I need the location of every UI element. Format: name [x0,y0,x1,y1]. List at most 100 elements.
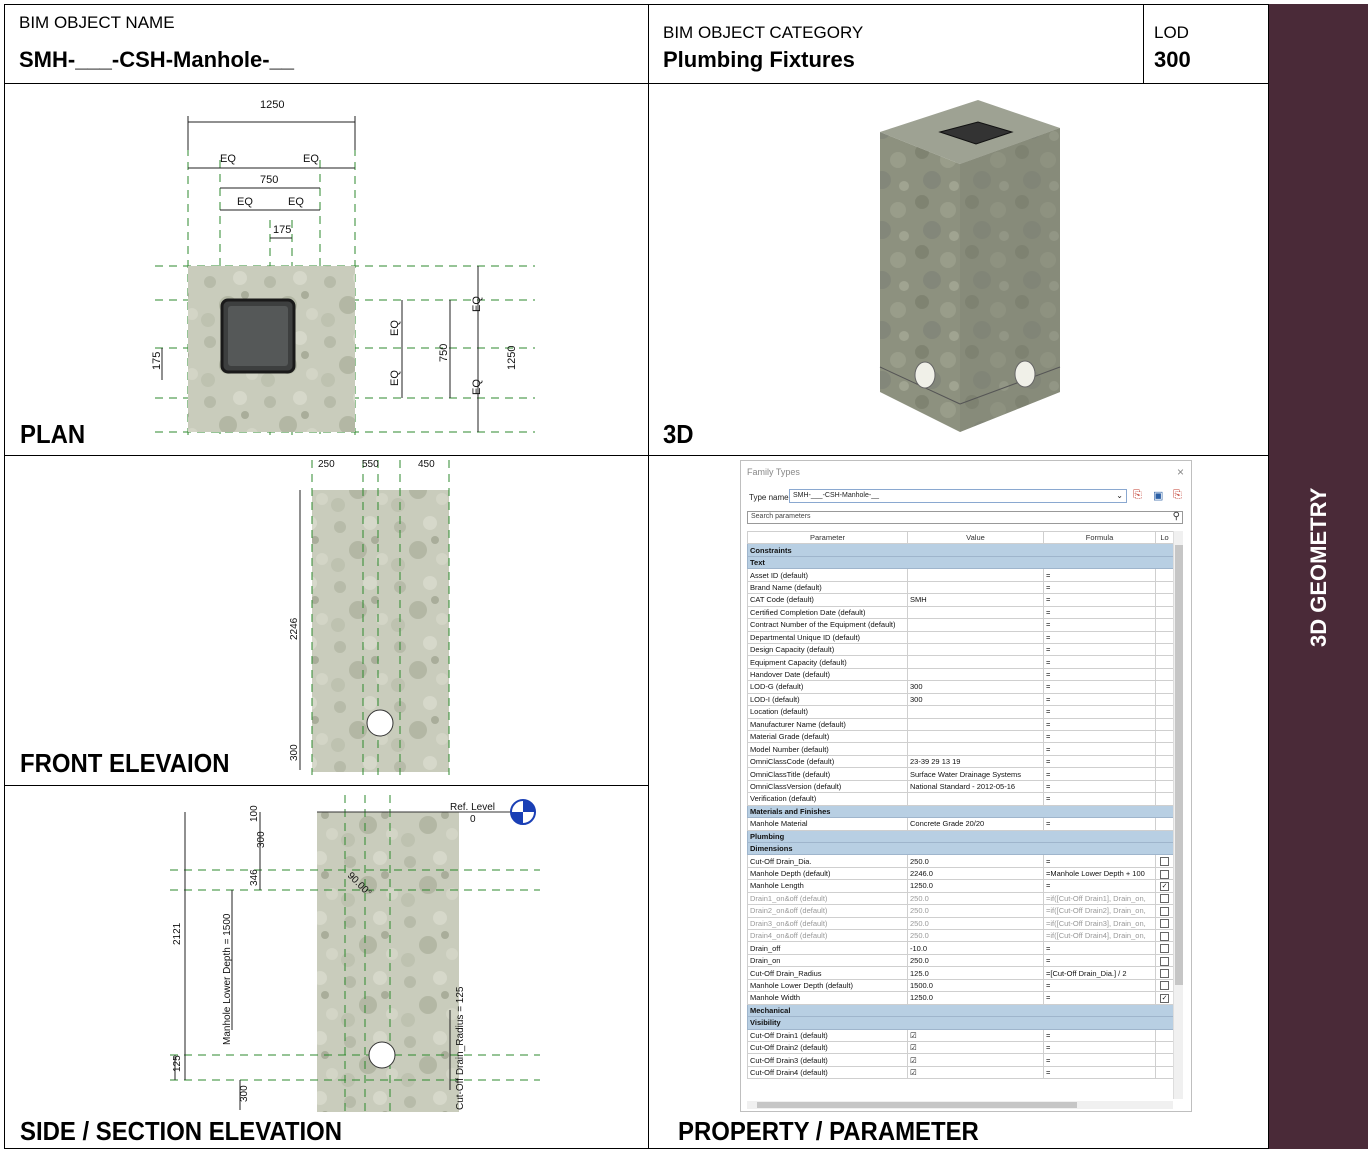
table-row[interactable]: Location (default)= [747,705,1174,719]
table-row[interactable]: Drain3_on&off (default)250.0=if([Cut-Off… [747,916,1174,931]
value-cell[interactable]: National Standard - 2012-05-16 [907,779,1044,794]
value-cell[interactable]: ☑ [907,1065,1044,1080]
new-type-icon[interactable]: ⎘ [1133,489,1142,501]
lock-cell[interactable] [1155,754,1174,769]
group-row[interactable]: Plumbing [747,829,1174,843]
lock-checkbox[interactable] [1160,944,1169,954]
lock-cell[interactable] [1155,692,1174,707]
group-row[interactable]: Visibility [747,1016,1174,1030]
lock-cell[interactable] [1155,1040,1174,1055]
table-row[interactable]: Manhole Depth (default)2246.0=Manhole Lo… [747,866,1174,881]
table-row[interactable]: Handover Date (default)= [747,667,1174,682]
value-cell[interactable]: ☑ [907,1028,1044,1042]
value-cell[interactable]: 125.0 [907,966,1044,980]
value-cell[interactable] [907,605,1044,620]
lock-cell[interactable] [1155,966,1174,980]
formula-cell[interactable]: =if([Cut-Off Drain1], Drain_on, [1043,891,1156,906]
value-cell[interactable]: 300 [907,692,1044,707]
formula-cell[interactable]: = [1043,953,1156,968]
formula-cell[interactable]: = [1043,618,1156,632]
lock-checkbox[interactable]: ✓ [1160,993,1169,1003]
formula-cell[interactable]: = [1043,742,1156,756]
value-cell[interactable] [907,655,1044,669]
value-cell[interactable] [907,618,1044,632]
lock-checkbox[interactable] [1160,956,1169,966]
lock-cell[interactable] [1155,1053,1174,1067]
value-cell[interactable] [907,717,1044,732]
lock-cell[interactable] [1155,705,1174,719]
value-cell[interactable]: 250.0 [907,928,1044,943]
value-cell[interactable] [907,642,1044,657]
formula-cell[interactable]: = [1043,1040,1156,1055]
table-row[interactable]: Cut-Off Drain3 (default)☑= [747,1053,1174,1067]
value-cell[interactable]: 250.0 [907,854,1044,868]
value-cell[interactable] [907,667,1044,682]
lock-checkbox[interactable] [1160,869,1169,879]
lock-cell[interactable] [1155,729,1174,744]
lock-checkbox[interactable] [1160,969,1169,979]
lock-cell[interactable] [1155,904,1174,918]
column-header[interactable]: Formula [1043,531,1156,545]
formula-cell[interactable]: = [1043,978,1156,993]
lock-cell[interactable] [1155,630,1174,644]
column-header[interactable]: Lo [1155,531,1174,545]
table-row[interactable]: Cut-Off Drain1 (default)☑= [747,1028,1174,1042]
group-row[interactable]: Dimensions [747,841,1174,856]
table-row[interactable]: Drain_off-10.0= [747,941,1174,955]
vertical-scrollbar[interactable] [1173,531,1183,1099]
table-row[interactable]: Cut-Off Drain2 (default)☑= [747,1040,1174,1055]
table-row[interactable]: Drain4_on&off (default)250.0=if([Cut-Off… [747,928,1174,943]
column-header[interactable]: Parameter [747,531,908,545]
formula-cell[interactable]: = [1043,630,1156,644]
value-cell[interactable]: ☑ [907,1040,1044,1055]
table-row[interactable]: Brand Name (default)= [747,580,1174,595]
table-row[interactable]: Drain2_on&off (default)250.0=if([Cut-Off… [747,904,1174,918]
table-row[interactable]: Departmental Unique ID (default)= [747,630,1174,644]
table-row[interactable]: OmniClassTitle (default)Surface Water Dr… [747,767,1174,781]
lock-cell[interactable] [1155,655,1174,669]
value-cell[interactable]: SMH [907,593,1044,607]
lock-checkbox[interactable] [1160,894,1169,904]
value-cell[interactable] [907,729,1044,744]
formula-cell[interactable]: = [1043,941,1156,955]
lock-cell[interactable] [1155,792,1174,806]
column-header[interactable]: Value [907,531,1044,545]
lock-cell[interactable] [1155,618,1174,632]
formula-cell[interactable]: = [1043,605,1156,620]
value-cell[interactable] [907,568,1044,582]
value-cell[interactable]: Concrete Grade 20/20 [907,817,1044,831]
value-cell[interactable]: 1250.0 [907,991,1044,1005]
table-row[interactable]: Certified Completion Date (default)= [747,605,1174,620]
formula-cell[interactable]: = [1043,991,1156,1005]
hscroll-thumb[interactable] [757,1102,1077,1108]
lock-cell[interactable] [1155,941,1174,955]
lock-checkbox[interactable] [1160,919,1169,929]
value-cell[interactable]: 250.0 [907,891,1044,906]
group-row[interactable]: Text [747,555,1174,570]
lock-checkbox[interactable] [1160,857,1169,867]
formula-cell[interactable]: =if([Cut-Off Drain3], Drain_on, [1043,916,1156,931]
lock-cell[interactable] [1155,568,1174,582]
group-row[interactable]: Mechanical [747,1003,1174,1018]
lock-cell[interactable] [1155,953,1174,968]
value-cell[interactable]: Surface Water Drainage Systems [907,767,1044,781]
formula-cell[interactable]: = [1043,717,1156,732]
value-cell[interactable] [907,742,1044,756]
table-row[interactable]: Manufacturer Name (default)= [747,717,1174,732]
formula-cell[interactable]: = [1043,729,1156,744]
formula-cell[interactable]: =if([Cut-Off Drain2], Drain_on, [1043,904,1156,918]
table-row[interactable]: CAT Code (default)SMH= [747,593,1174,607]
lock-checkbox[interactable]: ✓ [1160,881,1169,891]
lock-cell[interactable] [1155,928,1174,943]
formula-cell[interactable]: =if([Cut-Off Drain4], Drain_on, [1043,928,1156,943]
lock-cell[interactable] [1155,891,1174,906]
scrollbar-thumb[interactable] [1175,545,1183,985]
value-cell[interactable]: -10.0 [907,941,1044,955]
type-name-select[interactable]: SMH-___-CSH-Manhole-__ ⌄ [789,489,1127,503]
lock-checkbox[interactable] [1160,931,1169,941]
lock-cell[interactable] [1155,978,1174,993]
formula-cell[interactable]: = [1043,754,1156,769]
